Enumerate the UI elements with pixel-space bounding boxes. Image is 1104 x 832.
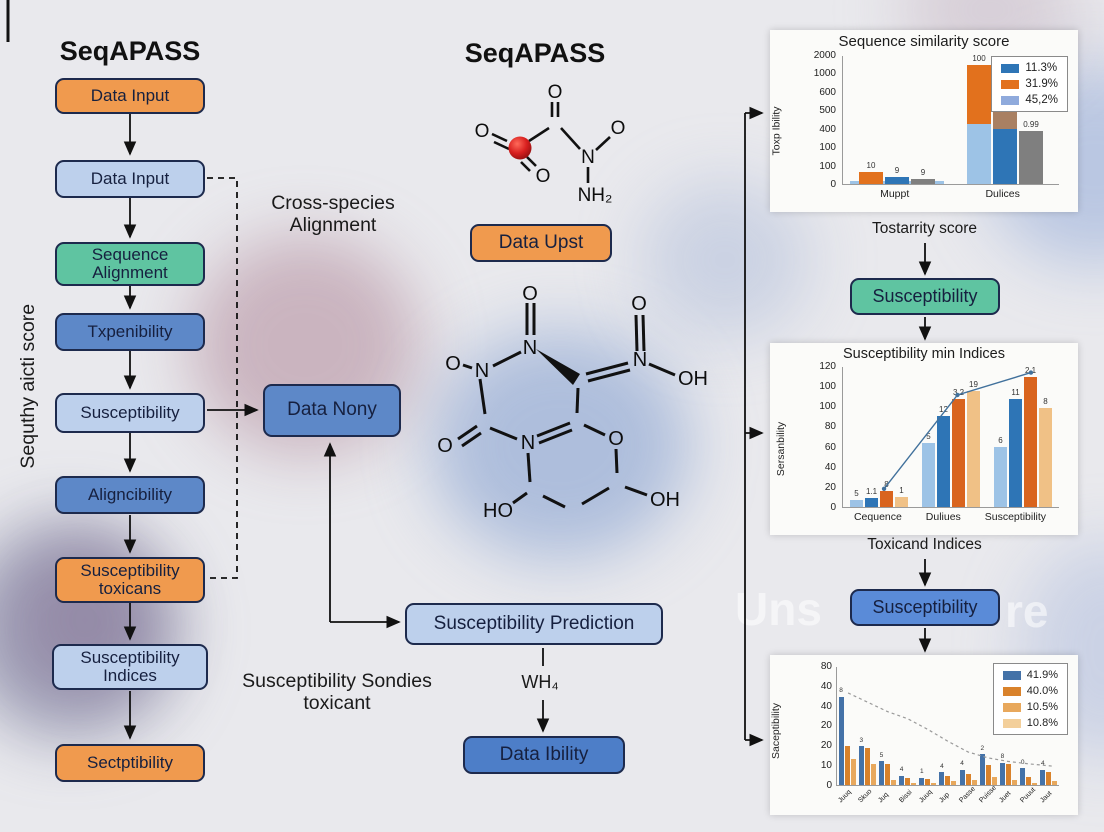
svg-text:OH: OH <box>650 489 680 511</box>
svg-text:HO: HO <box>483 500 513 522</box>
flow-box-data-ibility: Data Ibility <box>463 736 625 774</box>
chart-sequence-similarity: Sequence similarity score Toxp Ibility 2… <box>770 30 1078 212</box>
chart2-title: Susceptibility min Indices <box>843 346 1005 362</box>
flow-box-data-upst: Data Upst <box>470 224 612 262</box>
svg-text:N: N <box>523 337 537 359</box>
flow-box-txpenibility: Txpenibility <box>55 313 205 351</box>
flow-box-aligncibility: Aligncibility <box>55 476 205 514</box>
svg-text:O: O <box>611 118 626 139</box>
flow-box-susceptibility-blue: Susceptibility <box>850 589 1000 626</box>
flow-box-sequence-alignment: Sequence Alignment <box>55 242 205 286</box>
svg-text:N: N <box>581 147 595 168</box>
flow-box-data-nony: Data Nony <box>263 384 401 437</box>
sondies-label: Susceptibility Sondies toxicant <box>242 670 432 715</box>
left-title: SeqAPASS <box>59 36 201 66</box>
flow-box-data-input-1: Data Input <box>55 78 205 114</box>
chart3-legend: 41.9%40.0%10.5%10.8% <box>992 663 1068 735</box>
svg-text:O: O <box>445 353 461 375</box>
red-atom <box>508 136 532 160</box>
small-molecule: O O O N O NH₂ <box>475 82 626 206</box>
flow-box-susceptibility-toxicans: Susceptibility toxicans <box>55 557 205 603</box>
svg-text:N: N <box>521 432 535 454</box>
flow-box-susceptibility-indices: Susceptibility Indices <box>52 644 208 690</box>
chart2-ylabel: Sersanbility <box>775 421 788 477</box>
flow-box-susceptibility-prediction: Susceptibility Prediction <box>405 603 663 645</box>
chart-susceptibility-indices: Susceptibility min Indices Sersanbility … <box>770 343 1078 535</box>
flow-box-susceptibility-green: Susceptibility <box>850 278 1000 315</box>
chart3-ylabel: Saceptibility <box>770 702 783 760</box>
svg-text:NH₂: NH₂ <box>578 185 613 206</box>
cross-species-label: Cross-species Alignment <box>271 192 395 237</box>
svg-text:OH: OH <box>678 368 708 390</box>
svg-text:N: N <box>475 360 489 382</box>
svg-text:O: O <box>522 283 538 305</box>
svg-text:O: O <box>548 82 563 103</box>
chart1-legend: 11.3%31.9%45,2% <box>991 56 1068 112</box>
svg-text:O: O <box>631 293 647 315</box>
wedge-bond <box>536 349 580 385</box>
center-title: SeqAPASS <box>464 38 606 68</box>
chart1-ylabel: Toxp Ibility <box>770 106 783 156</box>
chart1-title: Sequence similarity score <box>838 33 1010 50</box>
svg-text:O: O <box>475 121 490 142</box>
svg-text:O: O <box>437 435 453 457</box>
svg-text:N: N <box>633 349 647 371</box>
flow-box-sectptibility: Sectptibility <box>55 744 205 782</box>
flow-box-susceptibility: Susceptibility <box>55 393 205 433</box>
large-molecule: O N O N O N O OH HO N O OH <box>437 283 708 522</box>
toxicand-label: Toxicand Indices <box>867 536 982 553</box>
tostarity-label: Tostarrity score <box>871 220 978 237</box>
wh4-label: WH₄ <box>521 672 559 692</box>
left-rotated-label: Sequthy aicti score <box>16 303 39 469</box>
svg-text:O: O <box>536 166 551 187</box>
svg-text:O: O <box>608 428 624 450</box>
flow-box-data-input-2: Data Input <box>55 160 205 198</box>
